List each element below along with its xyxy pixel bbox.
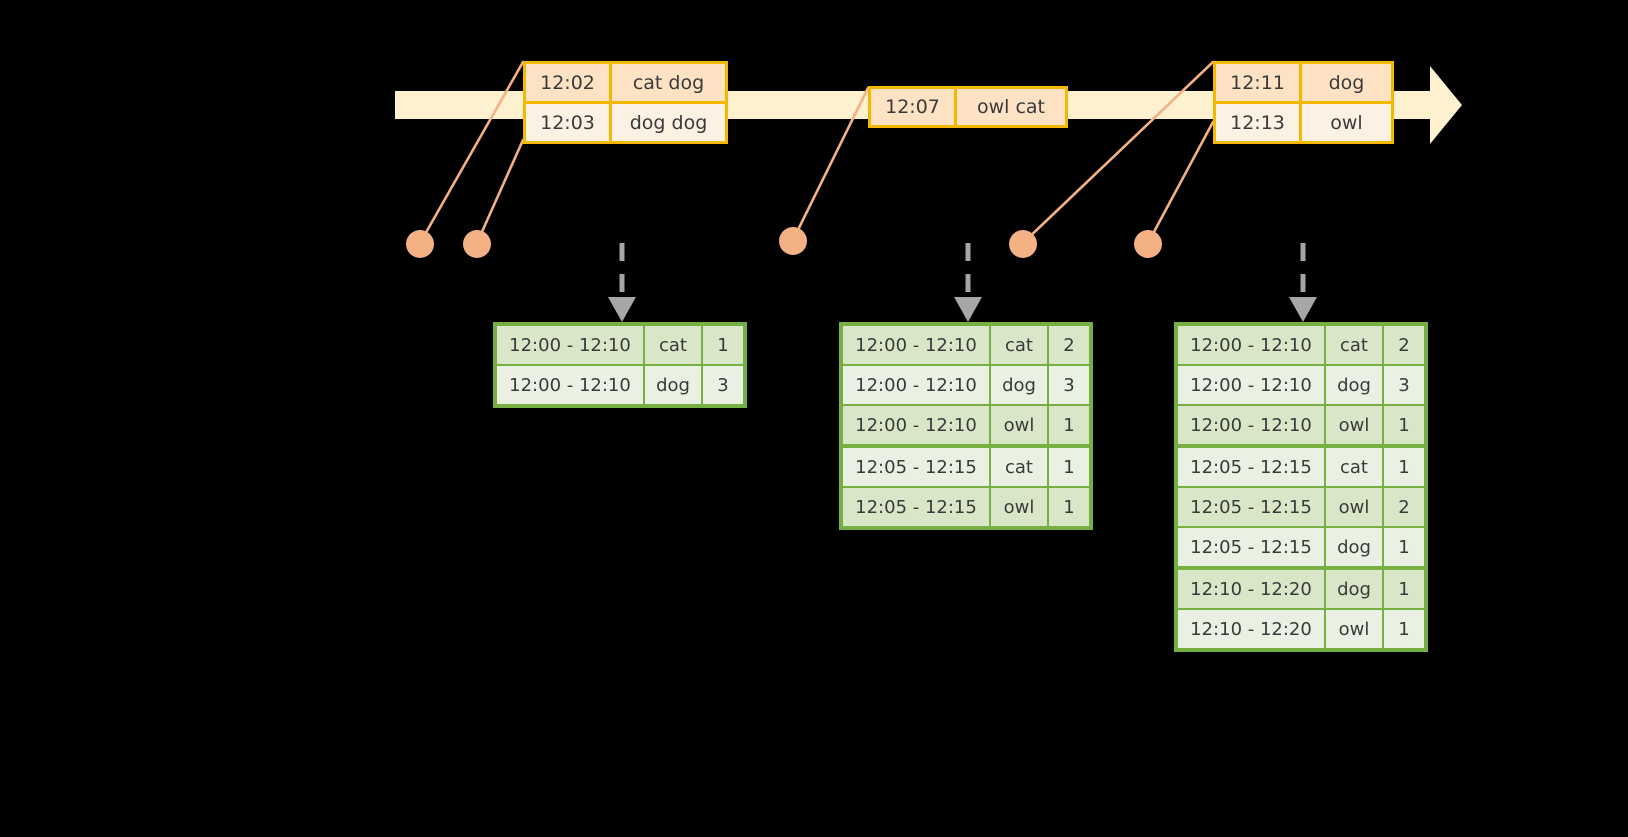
event-row[interactable]: 12:03 dog dog [526,101,725,141]
cell-key: cat [645,326,703,364]
cell-window: 12:05 - 12:15 [1178,448,1326,486]
cell-count: 3 [717,374,729,396]
cell-window: 12:00 - 12:10 [497,366,645,404]
cell-count: 1 [1398,456,1410,478]
cell-key: dog [991,366,1049,404]
cell-window: 12:05 - 12:15 [843,488,991,526]
cell-key: owl [1326,488,1384,526]
event-row[interactable]: 12:11 dog [1216,64,1391,101]
connector-1 [418,60,525,245]
cell-count: 3 [1063,374,1075,396]
cell-key: dog [1326,570,1384,608]
event-dot-5 [1134,230,1162,258]
cell-window: 12:05 - 12:15 [843,448,991,486]
connector-3 [791,86,870,242]
cell-count: 1 [1063,496,1075,518]
event-group-2[interactable]: 12:07 owl cat [868,86,1068,128]
event-row[interactable]: 12:13 owl [1216,101,1391,141]
cell-count: 1 [1063,456,1075,478]
event-time: 12:02 [526,64,612,101]
event-dot-3 [779,227,807,255]
cell-key: dog [1326,366,1384,404]
cell-window: 12:05 - 12:15 [1178,528,1326,566]
event-value: dog dog [629,111,708,134]
cell-window: 12:00 - 12:10 [497,326,645,364]
cell-count: 1 [1063,414,1075,436]
event-value: dog [1328,71,1365,94]
cell-window: 12:00 - 12:10 [1178,406,1326,444]
cell-count: 1 [717,334,729,356]
event-group-1[interactable]: 12:02 cat dog 12:03 dog dog [523,61,728,144]
event-group-3[interactable]: 12:11 dog 12:13 owl [1213,61,1394,144]
cell-window: 12:05 - 12:15 [1178,488,1326,526]
connector-5 [1146,120,1215,245]
emit-arrow-head-3 [1289,297,1317,322]
event-dot-2 [463,230,491,258]
cell-key: owl [1326,610,1384,648]
cell-key: owl [991,406,1049,444]
cell-key: cat [1326,448,1384,486]
event-time: 12:13 [1216,104,1302,141]
connector-2 [475,138,525,245]
event-row[interactable]: 12:02 cat dog [526,64,725,101]
cell-key: dog [645,366,703,404]
event-value: owl cat [976,96,1046,118]
cell-window: 12:00 - 12:10 [843,366,991,404]
cell-count: 1 [1398,536,1410,558]
event-time: 12:11 [1216,64,1302,101]
event-value: owl [1330,111,1363,134]
event-time: 12:07 [871,89,957,125]
cell-window: 12:00 - 12:10 [843,326,991,364]
cell-count: 1 [1398,414,1410,436]
event-time: 12:03 [526,104,612,141]
cell-window: 12:10 - 12:20 [1178,610,1326,648]
cell-count: 2 [1398,334,1410,356]
event-dots [406,227,1162,258]
emit-arrow-head-1 [608,297,636,322]
cell-count: 2 [1063,334,1075,356]
event-dot-1 [406,230,434,258]
cell-key: cat [991,448,1049,486]
event-dot-4 [1009,230,1037,258]
cell-window: 12:00 - 12:10 [1178,326,1326,364]
cell-window: 12:00 - 12:10 [843,406,991,444]
cell-key: owl [991,488,1049,526]
cell-key: cat [991,326,1049,364]
cell-key: owl [1326,406,1384,444]
cell-count: 2 [1398,496,1410,518]
emit-arrow-head-2 [954,297,982,322]
event-value: cat dog [632,71,705,94]
cell-window: 12:10 - 12:20 [1178,570,1326,608]
event-row[interactable]: 12:07 owl cat [871,89,1065,125]
cell-count: 3 [1398,374,1410,396]
cell-count: 1 [1398,578,1410,600]
cell-window: 12:00 - 12:10 [1178,366,1326,404]
emit-arrows [608,243,1317,322]
cell-key: cat [1326,326,1384,364]
cell-count: 1 [1398,618,1410,640]
cell-key: dog [1326,528,1384,566]
